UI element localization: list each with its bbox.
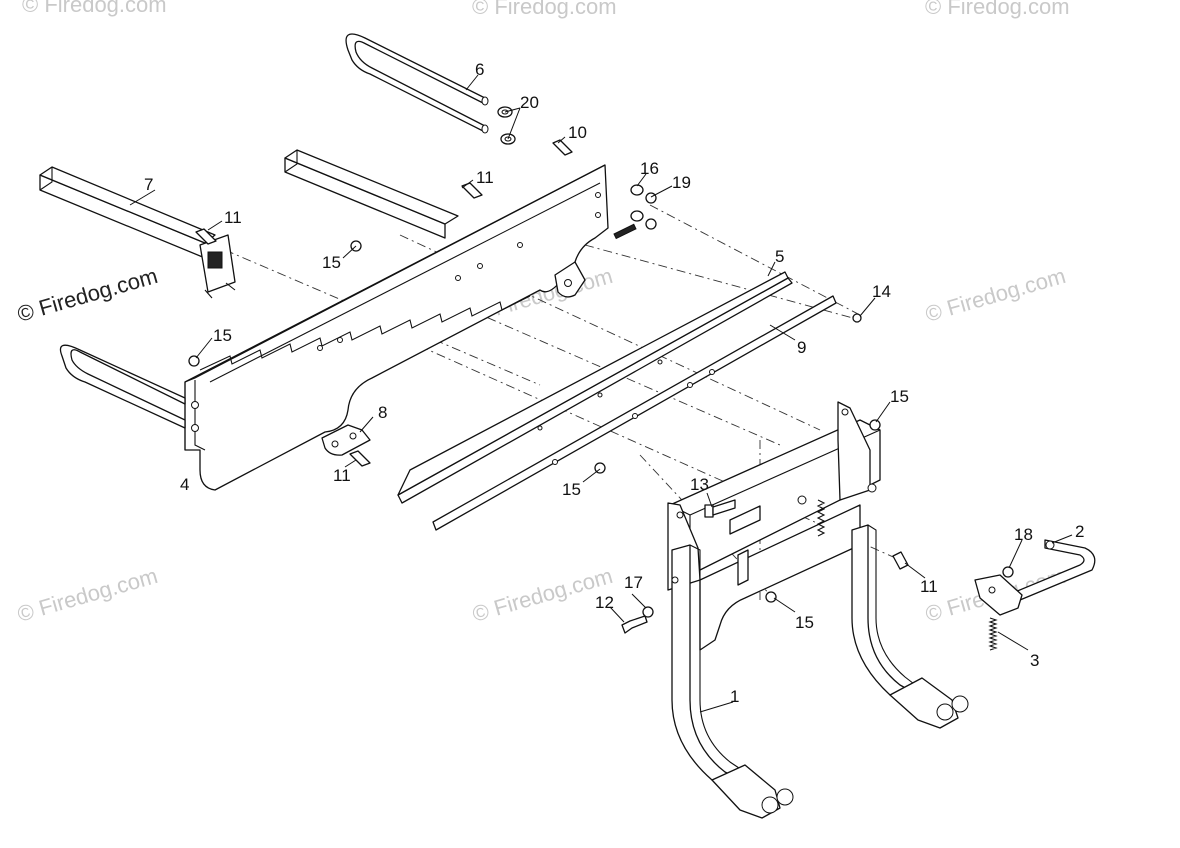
callout-10: 10 <box>568 123 587 142</box>
part-middle-arm <box>284 149 459 239</box>
callout-15: 15 <box>562 480 581 499</box>
part-5-angle-strip <box>397 271 793 504</box>
watermarks: © Firedog.com © Firedog.com © Firedog.co… <box>14 0 1069 627</box>
part-8-bracket <box>321 424 371 456</box>
watermark: © Firedog.com <box>22 0 167 17</box>
part-3-spring <box>988 617 998 651</box>
callout-labels: 1 2 3 4 5 6 7 8 9 10 11 11 11 11 12 13 1… <box>144 60 1084 706</box>
callout-15: 15 <box>213 326 232 345</box>
callout-4: 4 <box>180 475 189 494</box>
part-2-handle-link <box>974 539 1096 616</box>
callout-11: 11 <box>224 208 242 227</box>
callout-14: 14 <box>872 282 891 301</box>
callout-8: 8 <box>378 403 387 422</box>
part-6-rear-handle <box>345 33 489 134</box>
watermark: © Firedog.com <box>922 263 1068 327</box>
part-4-main-beam <box>184 164 637 491</box>
callout-1: 1 <box>730 687 739 706</box>
callout-12: 12 <box>595 593 614 612</box>
callout-15: 15 <box>890 387 909 406</box>
callout-11: 11 <box>333 466 351 485</box>
callout-11: 11 <box>920 577 938 596</box>
part-1-main-frame <box>667 401 969 819</box>
part-9-flat-bar <box>432 295 837 531</box>
callout-19: 19 <box>672 173 691 192</box>
leader-lines <box>129 74 1073 713</box>
part-13-bolt <box>704 499 736 518</box>
callout-6: 6 <box>475 60 484 79</box>
watermark: © Firedog.com <box>925 0 1070 19</box>
callout-7: 7 <box>144 175 153 194</box>
watermark: © Firedog.com <box>14 263 160 327</box>
callout-15: 15 <box>795 613 814 632</box>
watermark: © Firedog.com <box>472 0 617 19</box>
part-20-washers <box>497 106 516 145</box>
callout-5: 5 <box>775 247 784 266</box>
callout-20: 20 <box>520 93 539 112</box>
callout-17: 17 <box>624 573 643 592</box>
callout-2: 2 <box>1075 522 1084 541</box>
part-front-handle <box>59 344 186 429</box>
part-7-left-arm <box>39 166 236 299</box>
callout-15: 15 <box>322 253 341 272</box>
callout-9: 9 <box>797 338 806 357</box>
watermark: © Firedog.com <box>469 563 615 627</box>
callout-16: 16 <box>640 159 659 178</box>
callout-13: 13 <box>690 475 709 494</box>
callout-3: 3 <box>1030 651 1039 670</box>
callout-11: 11 <box>476 168 494 187</box>
watermark: © Firedog.com <box>14 563 160 627</box>
part-center-spring <box>816 499 826 537</box>
callout-18: 18 <box>1014 525 1033 544</box>
